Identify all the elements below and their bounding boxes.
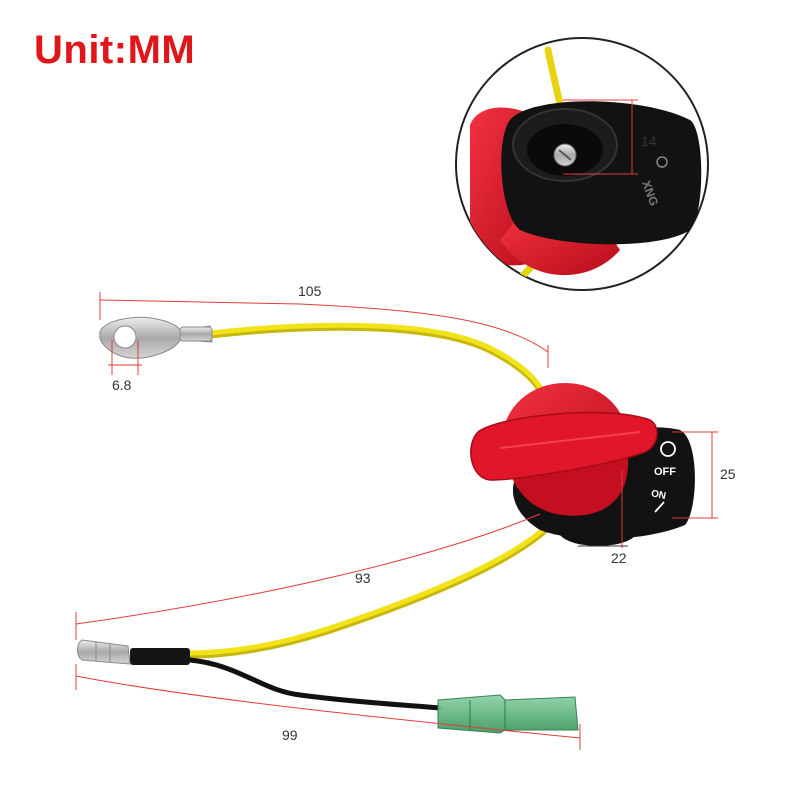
dim-bottom-wire-line	[75, 675, 581, 739]
unit-title: Unit:MM	[34, 28, 196, 72]
dim-top-wire-label: 105	[298, 283, 322, 299]
dim-top-wire: 105	[99, 283, 549, 368]
lower-yellow-wire-shadow	[186, 516, 559, 659]
dim-switch-width: 22	[578, 470, 628, 566]
bullet-connector-body	[77, 639, 131, 665]
heat-shrink-sleeve	[130, 648, 190, 665]
dim-switch-height: 25	[672, 431, 736, 519]
detail-knob-height-label: 14	[641, 133, 657, 149]
dim-bottom-wire: 99	[75, 664, 581, 750]
bullet-connector	[77, 639, 131, 665]
black-wire	[187, 657, 443, 711]
ring-terminal	[99, 316, 213, 359]
on-symbol-icon	[654, 501, 665, 513]
detail-screw-slot	[558, 149, 572, 161]
detail-off-symbol-icon	[656, 156, 668, 168]
dim-lower-wire-label: 93	[355, 570, 371, 586]
switch-lever-highlight	[499, 431, 641, 449]
off-symbol-icon	[660, 441, 676, 457]
dim-top-wire-line	[99, 299, 549, 353]
switch-lever	[470, 411, 658, 481]
dim-ring-hole: 6.8	[108, 340, 142, 393]
detail-inset: XNG 14	[455, 37, 709, 291]
dim-lower-wire-line	[75, 513, 541, 625]
switch-base	[558, 514, 638, 546]
engine-stop-switch: OFF ON	[470, 383, 695, 546]
dim-bottom-wire-label: 99	[282, 727, 298, 743]
switch-off-label: OFF	[654, 466, 676, 478]
dim-ring-hole-label: 6.8	[112, 377, 132, 393]
dim-lower-wire: 93	[75, 513, 541, 640]
spade-connector-body	[437, 694, 579, 734]
ring-terminal-hole	[113, 325, 137, 349]
upper-yellow-wire	[207, 322, 551, 411]
upper-yellow-wire-shadow	[206, 323, 552, 414]
dim-switch-width-label: 22	[611, 550, 627, 566]
switch-on-label: ON	[650, 488, 667, 502]
ring-terminal-crimp	[179, 326, 213, 342]
lower-yellow-wire	[187, 515, 558, 656]
spade-connector	[437, 694, 579, 734]
dim-switch-height-label: 25	[720, 466, 736, 482]
